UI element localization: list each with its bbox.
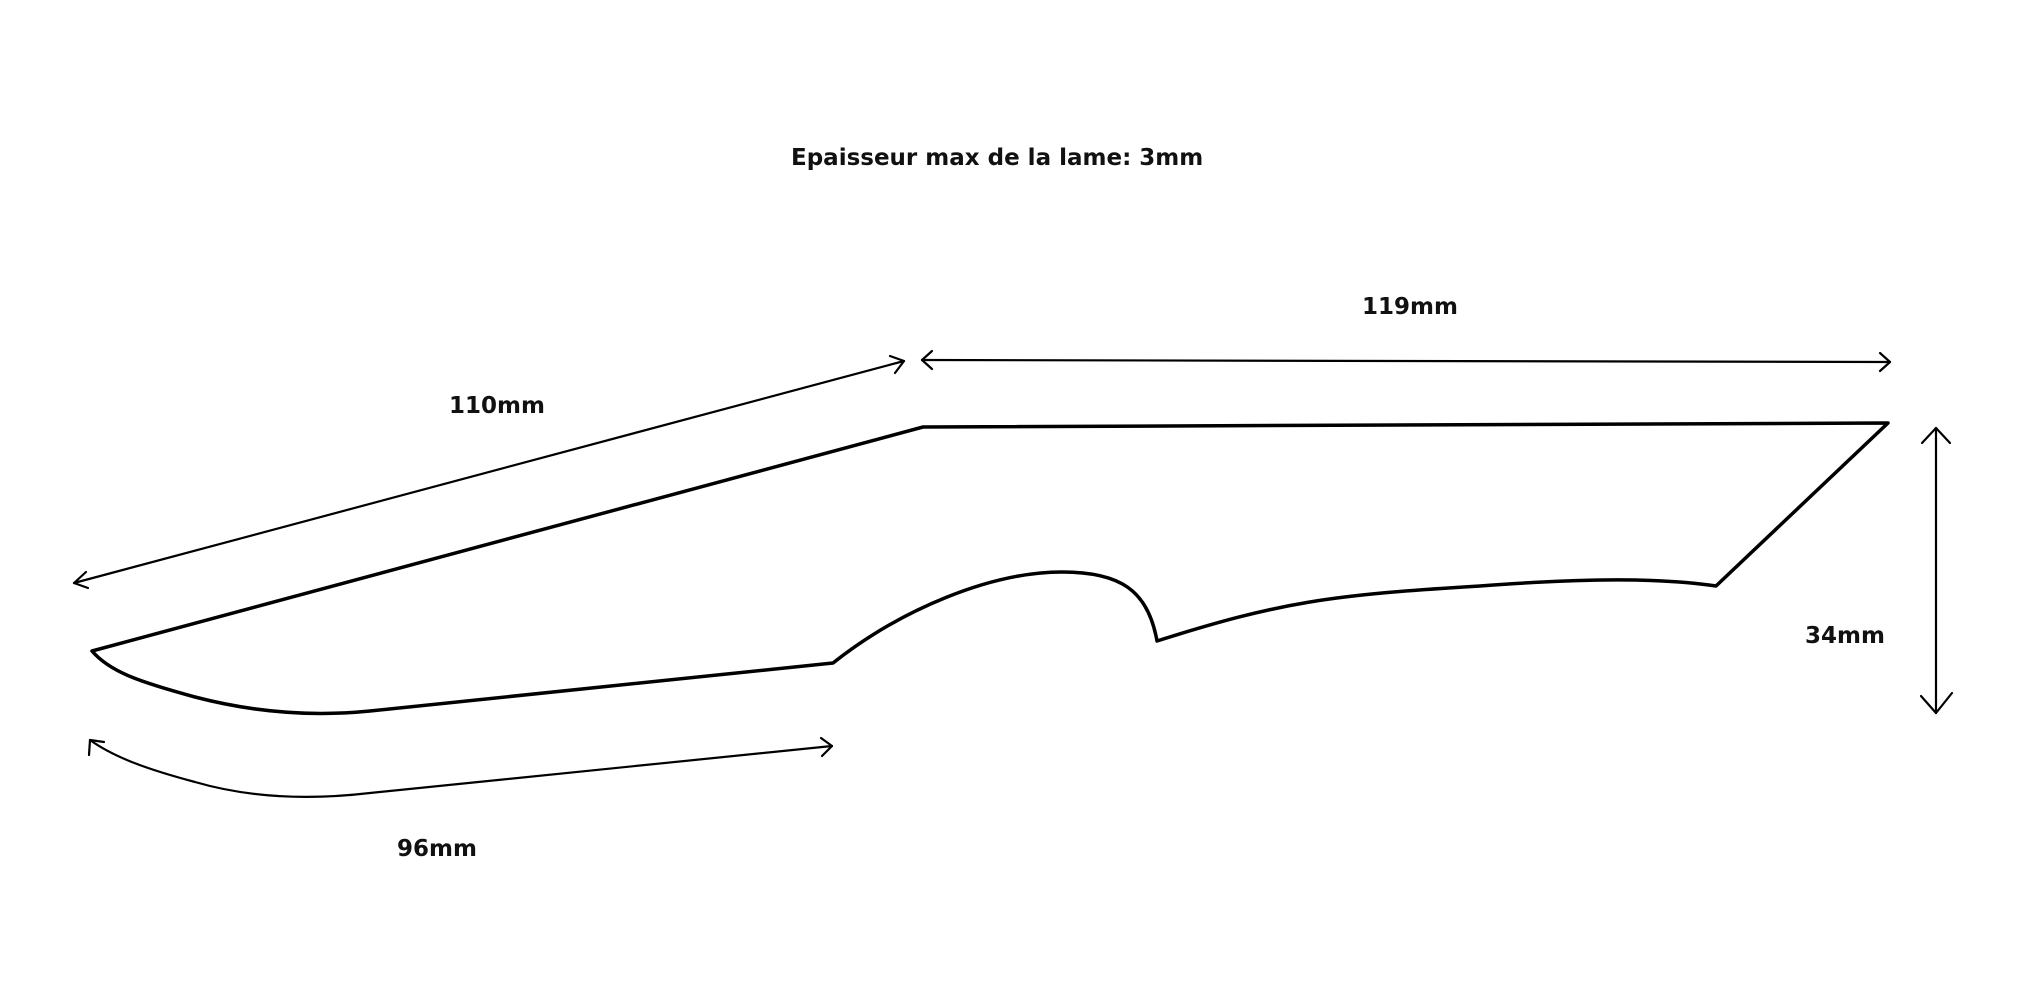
- height-arrow: [1919, 426, 1954, 715]
- height-label: 34mm: [1805, 623, 1885, 649]
- spine-slope-arrow: [72, 354, 906, 590]
- spine-top-arrow: [920, 349, 1892, 373]
- title-label: Epaisseur max de la lame: 3mm: [791, 145, 1203, 171]
- spine-top-label: 119mm: [1362, 294, 1458, 320]
- blade-outline: [90, 421, 1890, 716]
- edge-arrow: [87, 736, 834, 798]
- edge-label: 96mm: [397, 836, 477, 862]
- spine-slope-label: 110mm: [449, 393, 545, 419]
